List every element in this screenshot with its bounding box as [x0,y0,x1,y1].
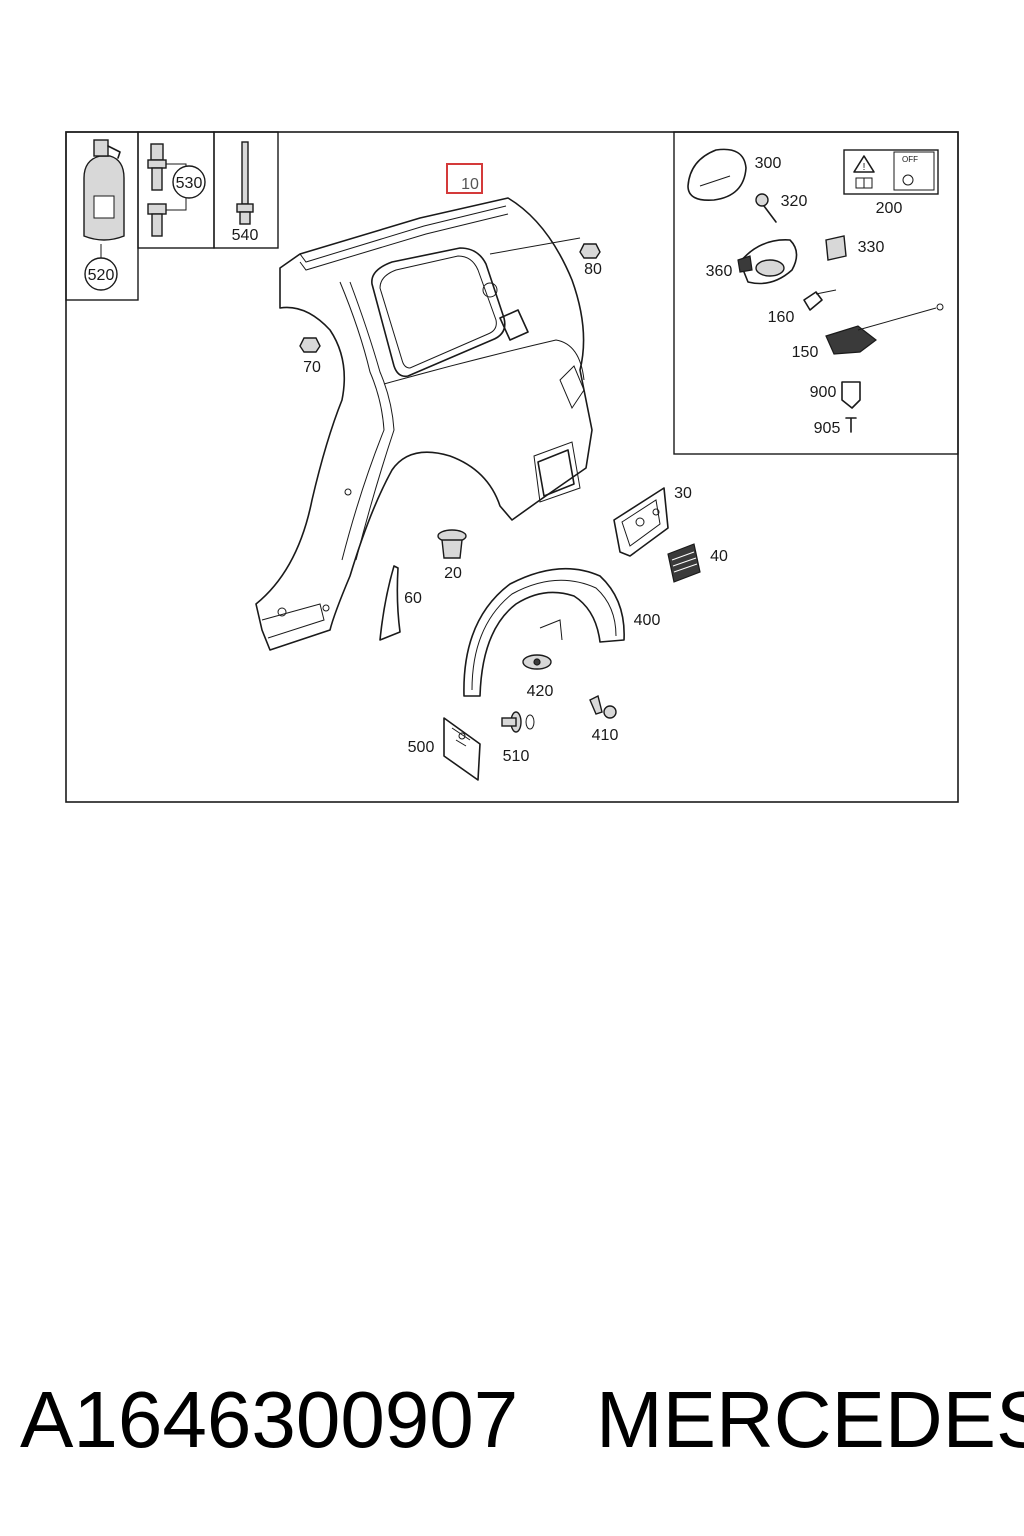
grommet-icon [437,529,467,559]
vent-grille-icon [667,543,701,583]
rear-side-panel-icon [255,197,593,651]
svg-text:!: ! [863,162,866,173]
warning-label-text: OFF [902,155,918,164]
clip-icon [147,143,206,237]
label-900: 900 [810,384,837,401]
label-300: 300 [755,155,782,172]
screw-410-icon [589,694,617,719]
pin-905-icon [845,417,857,433]
small-parts-panel [65,131,279,301]
sealant-bottle-icon [83,139,125,291]
label-150: 150 [792,344,819,361]
label-905: 905 [814,420,841,437]
fuel-housing-icon [737,239,798,285]
wheel-arch-liner-icon [463,567,625,697]
label-520: 520 [88,267,115,284]
label-160: 160 [768,309,795,326]
actuator-pin-icon [803,289,837,311]
screw-510-icon [501,711,535,733]
label-10: 10 [461,176,479,193]
diagram-frame [65,131,959,803]
label-30: 30 [674,485,692,502]
trim-strip-icon [379,565,401,641]
fuel-door-panel [673,131,959,455]
label-320: 320 [781,193,808,210]
bolt-icon [236,141,254,225]
label-70: 70 [303,359,321,376]
bracket-icon [613,487,669,557]
part-number: A1646300907 [20,1375,519,1464]
label-500: 500 [408,739,435,756]
label-540: 540 [232,227,259,244]
plug-900-icon [841,381,861,409]
label-510: 510 [503,748,530,765]
clip-420-icon [522,654,552,670]
label-60: 60 [404,590,422,607]
highlight-box [446,163,483,194]
label-20: 20 [444,565,462,582]
label-400: 400 [634,612,661,629]
clip-330-icon [825,235,847,261]
nut-80-icon [579,243,601,259]
mud-flap-icon [443,717,481,781]
brand-name: MERCEDES [596,1375,1024,1464]
label-40: 40 [710,548,728,565]
warning-label-icon: ! [843,149,939,195]
label-360: 360 [706,263,733,280]
label-420: 420 [527,683,554,700]
label-410: 410 [592,727,619,744]
label-200: 200 [876,200,903,217]
actuator-icon [825,303,944,355]
label-330: 330 [858,239,885,256]
screw-320-icon [755,193,777,223]
label-80: 80 [584,261,602,278]
label-530: 530 [176,175,203,192]
fuel-door-icon [687,148,747,202]
nut-70-icon [299,337,321,353]
